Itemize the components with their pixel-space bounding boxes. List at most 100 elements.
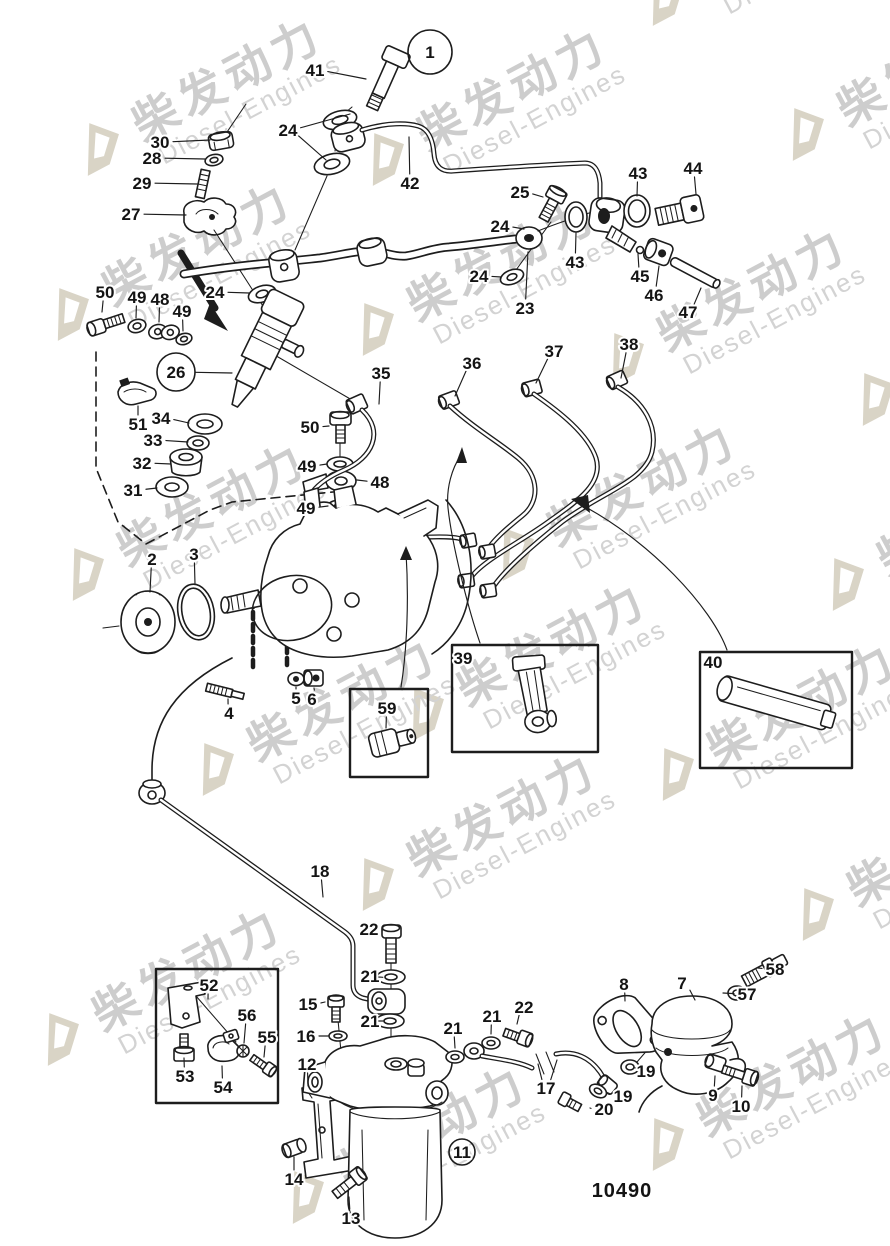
leader-line [154, 182, 198, 185]
leader-line [319, 463, 328, 466]
circled-ref-marker [448, 1138, 476, 1166]
figure-number: 10490 [592, 1180, 653, 1202]
part-number-label: 12 [298, 1055, 317, 1074]
part-number-label: 24 [491, 217, 510, 236]
leader-line [154, 462, 172, 465]
part-number-label: 46 [645, 286, 664, 305]
part-number-label: 50 [96, 283, 115, 302]
part-number-label: 17 [537, 1079, 556, 1098]
part-number-label: 47 [679, 303, 698, 322]
part-number-label: 32 [133, 454, 152, 473]
leader-line [243, 1023, 247, 1044]
leader-line [722, 992, 735, 995]
inset-box-59 [348, 546, 430, 779]
pipe-18-drawing [138, 657, 380, 1004]
leader-line [327, 70, 367, 80]
inset-box-40 [571, 495, 854, 770]
injection-pump-drawing [102, 485, 439, 701]
fuel-rail-drawing [179, 234, 521, 304]
part-number-label: 37 [545, 342, 564, 361]
part-number-label: 21 [361, 967, 380, 986]
part-number-label: 59 [378, 699, 397, 718]
part-number-label: 48 [151, 290, 170, 309]
pipe-17-drawing [445, 1025, 669, 1113]
part-number-label: 49 [128, 288, 147, 307]
part-number-label: 57 [738, 985, 757, 1004]
leader-line [149, 567, 152, 593]
part-number-label: 34 [152, 409, 171, 428]
part-number-label: 22 [360, 920, 379, 939]
part-number-label: 24 [279, 121, 298, 140]
part-number-label: 29 [133, 174, 152, 193]
leader-line [535, 358, 549, 384]
leader-line [172, 139, 211, 143]
leader-line [637, 253, 640, 268]
part-number-label: 24 [206, 283, 225, 302]
part-number-label: 49 [298, 457, 317, 476]
leader-line [655, 265, 660, 287]
injector-drawing [86, 288, 353, 498]
leader-line [348, 1196, 351, 1210]
leader-line [713, 1075, 716, 1087]
leader-line [605, 1091, 611, 1095]
part-number-label: 54 [214, 1078, 233, 1097]
leader-line [356, 479, 368, 482]
feed-pump-drawing [593, 953, 789, 1113]
part-number-label: 22 [515, 998, 534, 1017]
part-number-label: 25 [511, 183, 530, 202]
leader-line [318, 505, 329, 508]
part-number-label: 40 [704, 653, 723, 672]
leader-line [525, 251, 529, 300]
part-number-label: 9 [708, 1086, 717, 1105]
part-number-label: 43 [629, 164, 648, 183]
overflow-valve-drawing [499, 184, 721, 289]
delivery-pipes-drawing [304, 369, 656, 655]
leader-line [620, 352, 627, 379]
part-number-label: 21 [483, 1007, 502, 1026]
fuel-filter-drawing [281, 1034, 453, 1239]
part-number-label: 27 [122, 205, 141, 224]
leader-line [193, 562, 196, 585]
leader-line [574, 232, 577, 254]
part-number-label: 24 [470, 267, 489, 286]
leader-line [320, 879, 324, 898]
part-number-label: 49 [297, 499, 316, 518]
bracket-box-52 [154, 967, 280, 1105]
part-number-label: 13 [342, 1209, 361, 1228]
leader-line [516, 1014, 520, 1025]
leader-line [165, 439, 189, 443]
leader-line [491, 275, 502, 278]
part-number-label: 53 [176, 1067, 195, 1086]
part-number-label: 50 [301, 418, 320, 437]
part-number-label: 6 [307, 690, 316, 709]
leader-line [164, 157, 206, 160]
inset-box-39 [447, 447, 600, 754]
leader-line [378, 381, 381, 405]
filter-banjo-drawing [327, 923, 406, 1079]
part-number-label: 3 [189, 545, 198, 564]
part-number-label: 35 [372, 364, 391, 383]
part-number-label: 5 [291, 689, 300, 708]
leader-line [693, 176, 697, 195]
part-number-label: 18 [311, 862, 330, 881]
part-number-label: 45 [631, 267, 650, 286]
part-number-label: 15 [299, 995, 318, 1014]
part-number-label: 19 [637, 1062, 656, 1081]
part-number-label: 44 [684, 159, 703, 178]
leader-line [227, 291, 250, 294]
part-number-label: 56 [238, 1006, 257, 1025]
part-number-label: 21 [361, 1012, 380, 1031]
part-number-label: 23 [516, 299, 535, 318]
circled-ref-number: 26 [167, 363, 186, 382]
leader-line [143, 213, 187, 216]
leader-line [322, 425, 330, 428]
part-number-label: 55 [258, 1028, 277, 1047]
leader-line [454, 370, 467, 397]
part-number-label: 42 [401, 174, 420, 193]
leader-line [408, 136, 411, 175]
part-number-label: 52 [200, 976, 219, 995]
circled-ref-number: 11 [453, 1143, 471, 1162]
